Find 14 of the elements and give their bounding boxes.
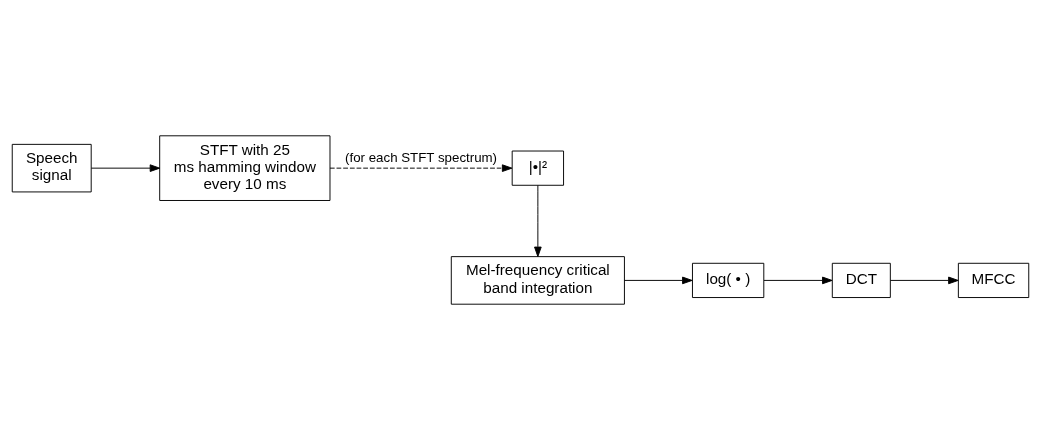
arrow	[890, 276, 959, 284]
arrow	[90, 163, 161, 172]
arrow	[763, 276, 833, 284]
node-box: Mel-frequency critical band integration	[450, 255, 625, 305]
node-box: log( • )	[692, 262, 765, 298]
node-box: Speech signal	[11, 143, 92, 192]
node-box: |•|²	[511, 150, 565, 186]
arrow	[534, 184, 542, 257]
node-box: MFCC	[957, 262, 1030, 298]
node-box: STFT with 25 ms hamming window every 10 ms	[159, 134, 331, 201]
node-box: DCT	[831, 262, 891, 298]
arrow	[623, 276, 693, 284]
edge-label: (for each STFT spectrum)	[345, 149, 498, 165]
arrow	[329, 163, 513, 172]
